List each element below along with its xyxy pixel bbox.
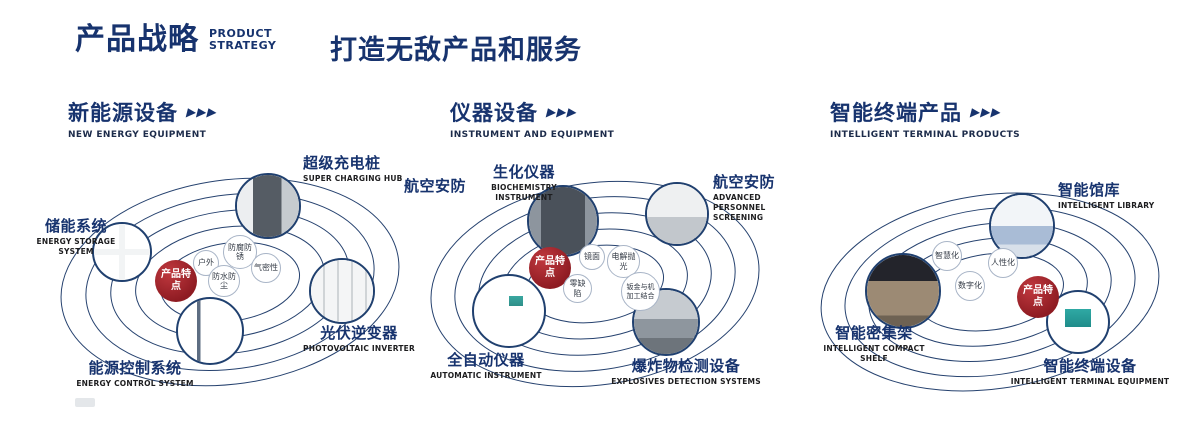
personnel-screening-label-en: ADVANCED PERSONNEL SCREENING: [713, 193, 766, 222]
section-new-energy-subtitle: NEW ENERGY EQUIPMENT: [68, 130, 207, 140]
aviation-security-side-label: 航空安防: [404, 177, 474, 195]
photovoltaic-inverter-circle: [309, 258, 375, 324]
biochemistry-instrument-label-cn: 生化仪器: [492, 163, 555, 181]
feature-bubble-digital: 数字化: [955, 271, 985, 301]
slogan-text: 打造无敌产品和服务: [330, 35, 582, 66]
page-title: 产品战略: [75, 22, 199, 57]
section-new-energy-header: 新能源设备 ▶▶▶ NEW ENERGY EQUIPMENT: [68, 97, 220, 140]
aviation-security-side-label-cn: 航空安防: [404, 177, 467, 195]
product-features-badge: 产品特点: [155, 260, 197, 302]
super-charging-hub-label-en: SUPER CHARGING HUB: [303, 174, 403, 184]
terminal-equipment-label-cn: 智能终端设备: [1043, 357, 1137, 375]
section-instrument-title: 仪器设备: [450, 101, 538, 125]
biochemistry-instrument-label-en: BIOCHEMISTRY INSTRUMENT: [491, 183, 557, 202]
feature-bubble-outdoor: 户外: [193, 250, 219, 276]
terminal-equipment-label: 智能终端设备 INTELLIGENT TERMINAL EQUIPMENT: [1010, 357, 1170, 387]
energy-control-label-cn: 能源控制系统: [88, 359, 182, 377]
explosives-detection-label-cn: 爆炸物检测设备: [631, 357, 741, 375]
automatic-instrument-image: [474, 276, 544, 346]
super-charging-hub-label-cn: 超级充电桩: [303, 154, 381, 172]
feature-bubble-electropolish: 电解抛光: [607, 245, 640, 278]
terminal-equipment-label-en: INTELLIGENT TERMINAL EQUIPMENT: [1010, 377, 1170, 387]
super-charging-hub-image: [237, 175, 299, 237]
super-charging-hub-label: 超级充电桩 SUPER CHARGING HUB: [303, 154, 418, 184]
personnel-screening-label: 航空安防 ADVANCED PERSONNEL SCREENING: [713, 173, 811, 223]
section-terminal-title: 智能终端产品: [830, 101, 962, 125]
energy-storage-label: 储能系统 ENERGY STORAGE SYSTEM: [30, 217, 122, 257]
section-instrument-subtitle: INSTRUMENT AND EQUIPMENT: [450, 130, 615, 140]
photovoltaic-inverter-image: [311, 260, 373, 322]
terminal-equipment-circle: [1046, 290, 1110, 354]
compact-shelf-label-en: INTELLIGENT COMPACT SHELF: [823, 344, 925, 363]
energy-control-circle: [176, 297, 244, 365]
intelligent-library-label-en: INTELLIGENT LIBRARY: [1058, 201, 1155, 211]
feature-bubble-airtight: 气密性: [251, 253, 281, 283]
product-features-badge: 产品特点: [529, 247, 571, 289]
triple-arrow-icon: ▶▶▶: [545, 105, 580, 119]
biochemistry-instrument-label: 生化仪器 BIOCHEMISTRY INSTRUMENT: [468, 163, 580, 203]
personnel-screening-label-cn: 航空安防: [713, 173, 776, 191]
feature-bubble-smart: 智慧化: [932, 241, 962, 271]
feature-bubble-humanized: 人性化: [988, 248, 1018, 278]
super-charging-hub-circle: [235, 173, 301, 239]
photovoltaic-inverter-label: 光伏逆变器 PHOTOVOLTAIC INVERTER: [300, 324, 418, 354]
section-terminal-header: 智能终端产品 ▶▶▶ INTELLIGENT TERMINAL PRODUCTS: [830, 97, 1020, 140]
feature-bubble-waterproof: 防水防尘: [208, 265, 240, 297]
product-features-badge: 产品特点: [1017, 276, 1059, 318]
compact-shelf-label: 智能密集架 INTELLIGENT COMPACT SHELF: [818, 324, 930, 364]
compact-shelf-label-cn: 智能密集架: [835, 324, 913, 342]
feature-bubble-zero-defect: 零缺陷: [563, 274, 592, 303]
energy-control-image: [178, 299, 242, 363]
compact-shelf-image: [867, 255, 939, 327]
photovoltaic-inverter-label-en: PHOTOVOLTAIC INVERTER: [303, 344, 415, 354]
biochemistry-instrument-image: [529, 187, 597, 255]
section-new-energy-title: 新能源设备: [68, 101, 178, 125]
compact-shelf-circle: [865, 253, 941, 329]
triple-arrow-icon: ▶▶▶: [185, 105, 220, 119]
page-title-en-line2: STRATEGY: [209, 39, 277, 53]
footer-logo-mark: [75, 398, 95, 407]
energy-storage-circle: [92, 222, 152, 282]
page-title-en-line1: PRODUCT: [209, 27, 273, 40]
intelligent-library-image: [991, 195, 1053, 257]
page-title-en: PRODUCT STRATEGY: [209, 27, 277, 53]
brand-block: 产品战略 PRODUCT STRATEGY: [75, 24, 276, 56]
section-instrument-header: 仪器设备 ▶▶▶ INSTRUMENT AND EQUIPMENT: [450, 97, 614, 140]
intelligent-library-label-cn: 智能馆库: [1058, 181, 1121, 199]
automatic-instrument-circle: [472, 274, 546, 348]
automatic-instrument-label-en: AUTOMATIC INSTRUMENT: [430, 371, 542, 381]
personnel-screening-circle: [645, 182, 709, 246]
triple-arrow-icon: ▶▶▶: [969, 105, 1004, 119]
photovoltaic-inverter-label-cn: 光伏逆变器: [320, 324, 398, 342]
energy-control-label: 能源控制系统 ENERGY CONTROL SYSTEM: [70, 359, 200, 389]
section-terminal-subtitle: INTELLIGENT TERMINAL PRODUCTS: [830, 130, 1020, 140]
feature-bubble-sheetmetal: 钣金与机加工结合: [621, 272, 660, 311]
feature-bubble-mirror: 镜面: [579, 244, 605, 270]
energy-storage-label-en: ENERGY STORAGE SYSTEM: [36, 237, 116, 256]
energy-control-label-en: ENERGY CONTROL SYSTEM: [76, 379, 194, 389]
automatic-instrument-label: 全自动仪器 AUTOMATIC INSTRUMENT: [425, 351, 547, 381]
explosives-detection-circle: [632, 288, 700, 356]
energy-storage-image: [94, 224, 150, 280]
energy-storage-label-cn: 储能系统: [44, 217, 107, 235]
intelligent-library-label: 智能馆库 INTELLIGENT LIBRARY: [1058, 181, 1178, 211]
explosives-detection-label-en: EXPLOSIVES DETECTION SYSTEMS: [611, 377, 761, 387]
automatic-instrument-label-cn: 全自动仪器: [447, 351, 525, 369]
explosives-detection-label: 爆炸物检测设备 EXPLOSIVES DETECTION SYSTEMS: [600, 357, 772, 387]
personnel-screening-image: [647, 184, 707, 244]
